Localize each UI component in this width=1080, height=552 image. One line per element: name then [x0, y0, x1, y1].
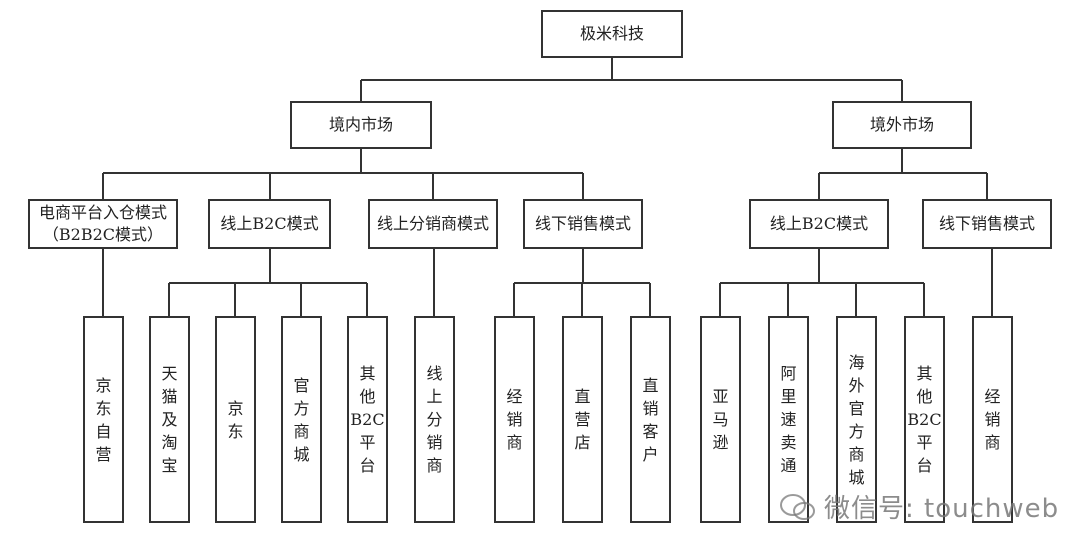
leaf-text-line: 直	[574, 387, 591, 406]
mode-node-box: 电商平台入仓模式 （B2B2C模式）	[28, 199, 178, 249]
leaf-text-line: 商	[848, 444, 865, 464]
box-text-line: 境内市场	[328, 115, 393, 134]
box-text-line: 境外市场	[869, 115, 934, 134]
leaf-node-box: 天猫及淘宝	[149, 316, 190, 523]
leaf-text-line: 淘	[161, 433, 178, 452]
leaf-text-line: 商	[984, 433, 1001, 452]
leaf-text-line: 猫	[161, 387, 178, 406]
box-text-line: 线下销售模式	[534, 214, 631, 233]
box-text-line: （B2B2C模式）	[42, 225, 164, 244]
leaf-text-line: 台	[916, 456, 933, 475]
leaf-text-line: 宝	[161, 456, 178, 475]
leaf-text-line: 销	[984, 410, 1001, 429]
market-node-box: 境内市场	[290, 101, 432, 149]
leaf-text-line: 销	[506, 410, 523, 429]
box-text-line: 线上分销商模式	[376, 214, 489, 233]
leaf-text-line: 速	[780, 410, 797, 429]
leaf-node-box: 经销商	[972, 316, 1013, 523]
box-text-line: 极米科技	[579, 24, 644, 43]
leaf-node-box: 京东	[215, 316, 256, 523]
leaf-text-line: 他	[359, 387, 376, 406]
leaf-text-line: B2C	[350, 410, 385, 429]
leaf-node-box: 官方商城	[281, 316, 322, 523]
mode-node-box: 线上分销商模式	[368, 199, 498, 249]
leaf-text-line: 官	[293, 375, 310, 395]
leaf-text-line: 分	[426, 410, 443, 429]
leaf-text-line: 平	[359, 433, 376, 452]
leaf-text-line: 方	[848, 421, 865, 441]
box-text-line: 电商平台入仓模式	[38, 203, 167, 222]
box-text-line: 线上B2C模式	[769, 214, 869, 233]
leaf-text-line: 台	[359, 456, 376, 475]
mode-node-box: 线下销售模式	[523, 199, 643, 249]
leaf-text-line: 方	[293, 398, 310, 418]
root-node-box: 极米科技	[541, 10, 683, 58]
leaf-text-line: 销	[642, 398, 659, 418]
leaf-text-line: 直	[642, 375, 659, 395]
leaf-text-line: 上	[426, 387, 443, 406]
box-text-line: 线下销售模式	[938, 214, 1035, 233]
leaf-text-line: 其	[359, 364, 376, 383]
leaf-text-line: 海	[848, 352, 865, 372]
leaf-node-box: 其他 B2C 平台	[904, 316, 945, 523]
leaf-text-line: 京	[95, 375, 112, 395]
leaf-text-line: B2C	[907, 410, 942, 429]
leaf-node-box: 海外官方商城	[836, 316, 877, 523]
leaf-text-line: 他	[916, 387, 933, 406]
mode-node-box: 线下销售模式	[922, 199, 1052, 249]
leaf-text-line: 阿	[780, 364, 797, 383]
leaf-text-line: 马	[712, 410, 729, 429]
leaf-text-line: 营	[574, 410, 591, 429]
leaf-text-line: 官	[848, 398, 865, 418]
leaf-node-box: 经销商	[494, 316, 535, 523]
leaf-text-line: 其	[916, 364, 933, 383]
leaf-text-line: 逊	[712, 433, 729, 452]
leaf-node-box: 阿里速卖通	[768, 316, 809, 523]
leaf-node-box: 线上分销商	[414, 316, 455, 523]
leaf-text-line: 店	[574, 433, 591, 452]
leaf-text-line: 城	[848, 467, 865, 487]
leaf-text-line: 经	[984, 387, 1001, 406]
leaf-text-line: 东	[95, 398, 112, 418]
watermark-text: 微信号: touchweb	[824, 494, 1060, 524]
leaf-text-line: 东	[227, 421, 244, 441]
leaf-text-line: 里	[780, 387, 797, 406]
leaf-text-line: 京	[227, 398, 244, 418]
watermark: 微信号: touchweb	[778, 488, 1059, 525]
leaf-text-line: 及	[161, 410, 178, 429]
leaf-node-box: 直营店	[562, 316, 603, 523]
leaf-node-box: 其他 B2C 平台	[347, 316, 388, 523]
leaf-text-line: 线	[426, 364, 443, 383]
leaf-text-line: 商	[293, 421, 310, 441]
mode-node-box: 线上B2C模式	[749, 199, 889, 249]
leaf-text-line: 户	[642, 444, 659, 464]
box-text-line: 线上B2C模式	[220, 214, 319, 233]
leaf-node-box: 亚马逊	[700, 316, 741, 523]
mode-node-box: 线上B2C模式	[208, 199, 331, 249]
leaf-text-line: 通	[780, 456, 797, 475]
leaf-node-box: 京东自营	[83, 316, 124, 523]
leaf-text-line: 外	[848, 375, 865, 395]
wechat-icon	[780, 493, 815, 520]
leaf-text-line: 商	[506, 433, 523, 452]
leaf-text-line: 客	[642, 421, 659, 441]
leaf-text-line: 城	[293, 444, 310, 464]
market-node-box: 境外市场	[832, 101, 972, 149]
leaf-node-box: 直销客户	[630, 316, 671, 523]
leaf-text-line: 卖	[780, 433, 797, 452]
leaf-text-line: 营	[95, 444, 112, 464]
leaf-text-line: 天	[161, 364, 178, 383]
leaf-text-line: 销	[426, 433, 443, 452]
leaf-text-line: 经	[506, 387, 523, 406]
leaf-text-line: 亚	[712, 387, 729, 406]
leaf-text-line: 商	[426, 456, 443, 475]
leaf-text-line: 自	[95, 421, 112, 441]
leaf-text-line: 平	[916, 433, 933, 452]
